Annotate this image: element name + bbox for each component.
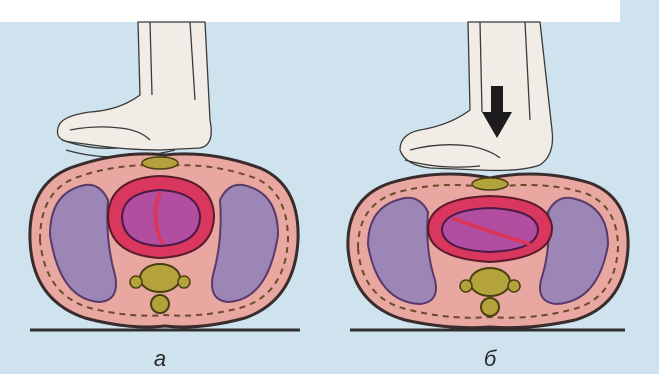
vertebra-a [140,264,180,292]
vertebra-b [470,268,510,296]
rib-head-b2 [508,280,520,292]
sternum-b [472,178,508,190]
spinous-process-a [151,295,169,313]
hands-a [58,22,212,157]
rib-head-a2 [178,276,190,288]
panel-b-label: б [484,346,498,371]
panel-a: а [30,22,300,371]
panel-a-label: а [154,346,166,371]
hands-b [400,22,553,170]
white-border [0,0,620,22]
sternum-a [142,157,178,169]
rib-head-b1 [460,280,472,292]
panel-b: б [348,22,628,371]
spinous-process-b [481,298,499,316]
rib-head-a1 [130,276,142,288]
